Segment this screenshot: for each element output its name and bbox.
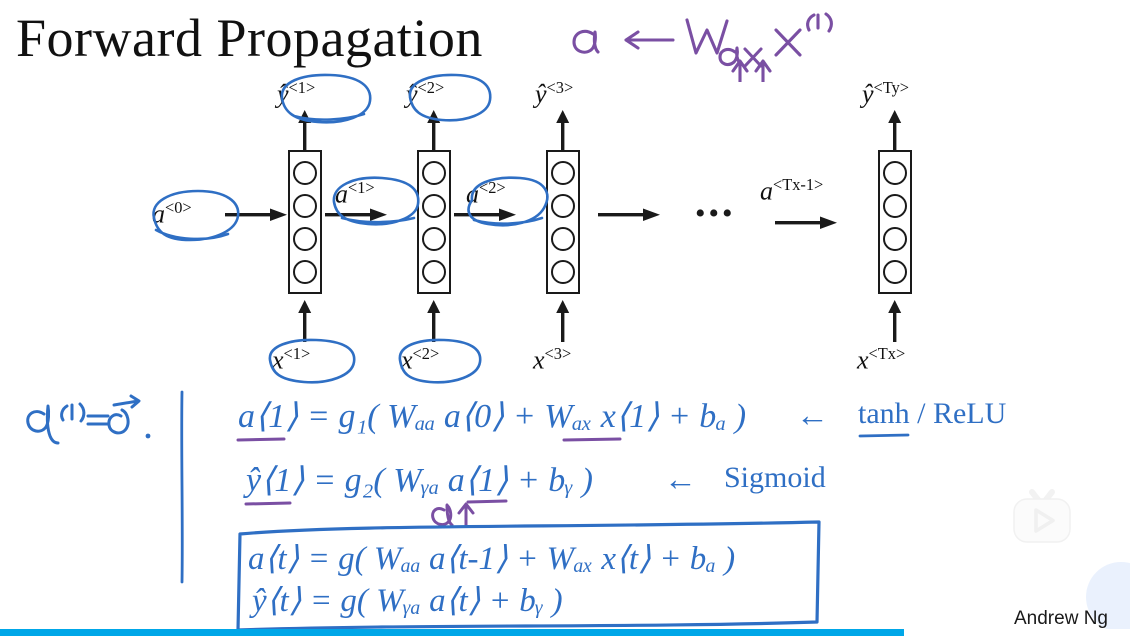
neuron	[883, 226, 907, 251]
arrow-x1-up	[296, 300, 314, 342]
ink-init-condition	[22, 392, 182, 448]
label-a-0: a<0>	[152, 198, 192, 230]
rnn-cell-2	[417, 150, 451, 294]
arrow-cell1-to-y1	[296, 110, 314, 152]
neuron	[293, 160, 317, 185]
label-yhat-2: ŷ<2>	[406, 78, 444, 110]
label-x-3-base: x	[533, 345, 545, 375]
label-yhat-Ty: ŷ<Ty>	[862, 78, 909, 110]
arrow-xTx-up	[886, 300, 904, 342]
label-a-0-sup: <0>	[165, 198, 192, 217]
top-handwritten-note	[560, 2, 850, 90]
label-yhat-1: ŷ<1>	[277, 78, 315, 110]
label-a-Tx-1-base: a	[760, 176, 773, 206]
label-yhat-1-base: ŷ	[277, 79, 289, 109]
label-x-1-sup: <1>	[283, 344, 311, 363]
neuron	[293, 193, 317, 218]
label-x-3: x<3>	[533, 344, 571, 376]
eq-a1-arrow: ←	[796, 398, 829, 434]
arrow-x2-up	[425, 300, 443, 342]
arrow-x3-up	[554, 300, 572, 342]
eq-yhat1-activation-note: Sigmoid	[724, 461, 826, 494]
neuron	[422, 226, 446, 251]
neuron	[883, 259, 907, 284]
neuron	[551, 226, 575, 251]
label-x-2: x<2>	[401, 344, 439, 376]
label-a-Tx-1: a<Tx-1>	[760, 175, 823, 207]
neuron	[422, 193, 446, 218]
eq-yhat1-arrow: ←	[664, 462, 697, 498]
label-yhat-3: ŷ<3>	[535, 78, 573, 110]
neuron	[293, 226, 317, 251]
eq-boxed-yhat-t: ŷ⟨t⟩ = g( Wᵧₐ a⟨t⟩ + bᵧ )	[252, 583, 563, 619]
eq-a1: a⟨1⟩ = g₁( Wₐₐ a⟨0⟩ + Wₐₓ x⟨1⟩ + bₐ )	[238, 398, 747, 435]
neuron	[883, 160, 907, 185]
label-x-1: x<1>	[272, 344, 310, 376]
label-a-1: a<1>	[335, 178, 375, 210]
arrow-cellLast-to-yTy	[886, 110, 904, 152]
rnn-cell-3	[546, 150, 580, 294]
label-yhat-2-sup: <2>	[417, 78, 445, 97]
video-player-watermark-icon	[1006, 484, 1078, 550]
label-yhat-3-base: ŷ	[535, 79, 547, 109]
label-a-1-base: a	[335, 179, 348, 209]
eq-yhat1: ŷ⟨1⟩ = g₂( Wᵧₐ a⟨1⟩ + bᵧ )	[246, 462, 593, 499]
arrow-ellipsis-to-last	[775, 214, 837, 232]
arrow-cell3-to-ellipsis	[598, 206, 660, 224]
label-x-2-sup: <2>	[412, 344, 440, 363]
neuron	[551, 193, 575, 218]
label-a-1-sup: <1>	[348, 178, 375, 197]
label-yhat-1-sup: <1>	[288, 78, 316, 97]
page-title: Forward Propagation	[16, 8, 483, 68]
neuron	[293, 259, 317, 284]
video-progress-track[interactable]	[0, 629, 1130, 636]
neuron	[551, 160, 575, 185]
label-a-2: a<2>	[466, 178, 506, 210]
label-x-2-base: x	[401, 345, 413, 375]
label-a-2-base: a	[466, 179, 479, 209]
neuron	[551, 259, 575, 284]
author-credit: Andrew Ng	[1014, 608, 1108, 629]
label-a-0-base: a	[152, 199, 165, 229]
ellipsis-label: •••	[695, 197, 736, 230]
label-yhat-2-base: ŷ	[406, 79, 418, 109]
label-x-Tx-sup: <Tx>	[868, 344, 906, 363]
video-progress-fill[interactable]	[0, 629, 904, 636]
rnn-cell-1	[288, 150, 322, 294]
label-yhat-Ty-sup: <Ty>	[873, 78, 910, 97]
arrow-cell3-to-y3	[554, 110, 572, 152]
ink-subscript-mark-ya	[428, 498, 492, 532]
label-a-2-sup: <2>	[479, 178, 506, 197]
label-x-Tx: x<Tx>	[857, 344, 905, 376]
neuron	[883, 193, 907, 218]
label-yhat-Ty-base: ŷ	[862, 79, 874, 109]
arrow-a0-to-cell1	[225, 206, 287, 224]
eq-a1-activation-note: tanh / ReLU	[858, 397, 1007, 430]
ink-divider-line	[176, 390, 188, 584]
label-x-Tx-base: x	[857, 345, 869, 375]
eq-boxed-a-t: a⟨t⟩ = g( Wₐₐ a⟨t-1⟩ + Wₐₓ x⟨t⟩ + bₐ )	[248, 541, 736, 577]
rnn-cell-last	[878, 150, 912, 294]
neuron	[422, 160, 446, 185]
label-x-1-base: x	[272, 345, 284, 375]
label-x-3-sup: <3>	[544, 344, 572, 363]
arrow-cell2-to-y2	[425, 110, 443, 152]
label-yhat-3-sup: <3>	[546, 78, 574, 97]
label-a-Tx-1-sup: <Tx-1>	[773, 175, 824, 194]
neuron	[422, 259, 446, 284]
